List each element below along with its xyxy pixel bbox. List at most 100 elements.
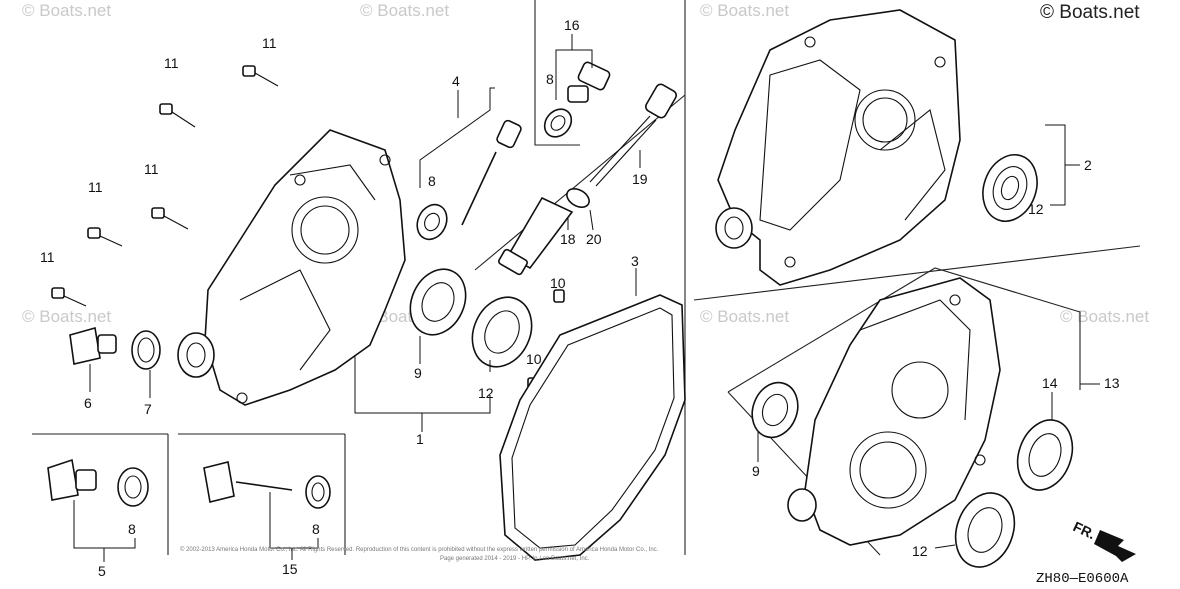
bolt-hole: [784, 256, 796, 268]
callout-9: 9: [414, 365, 422, 381]
bracket-15: [269, 492, 319, 549]
seal-inner: [761, 393, 789, 427]
footer: © 2002-2013 America Honda Motor Co., Inc…: [180, 546, 1129, 587]
washer-inner: [137, 337, 155, 363]
callout-10: 10: [526, 351, 542, 367]
plug-thread: [75, 469, 97, 491]
callout-4: 4: [452, 73, 460, 89]
fr-arrow-icon: [1094, 530, 1136, 562]
callout-2: 2: [1084, 157, 1092, 173]
o-ring-20: [566, 188, 590, 208]
cover-rib: [879, 109, 946, 221]
callout-12: 12: [1028, 201, 1044, 217]
callout-11: 11: [88, 179, 103, 195]
seal-outer: [409, 268, 467, 336]
oil-filler-hole: [724, 216, 744, 240]
washer-inner: [424, 212, 440, 232]
breather-19: [589, 83, 677, 187]
bracket-16: [555, 49, 593, 100]
oil-filler-neck: [177, 332, 215, 378]
callout-8: 8: [128, 521, 136, 537]
bearing-bore: [1000, 175, 1020, 201]
bolt-hole: [804, 36, 816, 48]
cover-rib: [859, 299, 971, 421]
separator-line: [534, 0, 580, 146]
crankcase-cover-top-right: [715, 9, 961, 286]
dipstick-4: [461, 119, 522, 226]
seal-outer: [751, 381, 799, 439]
dipstick-15: [203, 461, 293, 503]
washer-8-center: [416, 203, 448, 241]
leader-20: [589, 209, 594, 231]
bearing-outer-race: [954, 492, 1016, 568]
tube-body: [506, 196, 574, 270]
washer-7: [131, 330, 161, 370]
cover-rib: [239, 269, 331, 371]
callout-20: 20: [586, 231, 602, 247]
leader-12-bottom: [934, 544, 956, 549]
bearing-bore: [891, 361, 949, 419]
bearing-inner-race: [484, 310, 520, 354]
diagram-code: ZH80—E0600A: [1036, 571, 1129, 587]
bolt-11: [151, 207, 189, 230]
callout-8: 8: [546, 71, 554, 87]
gasket-inner-edge: [511, 307, 675, 549]
bearing-inner-race: [1028, 433, 1062, 477]
callout-11: 11: [164, 55, 179, 71]
plug-16: [567, 61, 611, 103]
crankcase-cover-bottom-right: [787, 277, 1001, 546]
bracket-1: [354, 355, 491, 414]
washer-outer: [117, 467, 149, 507]
callout-15: 15: [282, 561, 298, 577]
callout-12: 12: [478, 385, 494, 401]
bearing-outer-race: [471, 296, 533, 368]
oil-filler-neck: [787, 488, 817, 522]
drain-plug-6: [69, 326, 117, 365]
bolt-11: [51, 287, 87, 307]
dowel-pin-10: [553, 289, 565, 303]
separator-line: [693, 245, 1141, 301]
tube-18: [498, 196, 574, 276]
callout-11: 11: [262, 35, 277, 51]
callout-6: 6: [84, 395, 92, 411]
bolt-hole: [949, 294, 961, 306]
oil-seal-9-center: [409, 268, 467, 336]
watermark: © Boats.net: [22, 1, 111, 20]
washer-outer: [131, 330, 161, 370]
breather-rod: [595, 119, 657, 187]
bearing-inner-race: [967, 507, 1003, 553]
plug-head: [47, 458, 79, 501]
direction-label: FR.: [1071, 518, 1098, 542]
oil-seal-9-right: [751, 381, 799, 439]
washer-outer: [543, 108, 573, 138]
bearing-12-bottom-right: [954, 492, 1016, 568]
seal-inner: [421, 282, 455, 322]
cover-outline: [204, 129, 406, 406]
watermark-layer: © Boats.net © Boats.net © Boats.net © Bo…: [22, 1, 1149, 326]
washer-8-bottom-left: [117, 467, 149, 507]
cover-outline: [717, 9, 961, 286]
bolt-hole: [379, 154, 391, 166]
bracket-2: [1045, 124, 1066, 206]
crankcase-cover-main: [177, 129, 406, 406]
bracket-4: [419, 87, 495, 188]
bolt-11: [87, 227, 123, 247]
bearing-bore: [849, 431, 927, 509]
washer-8-top: [543, 108, 573, 138]
separator-line: [474, 94, 686, 271]
bolt-hole: [294, 174, 306, 186]
callout-19: 19: [632, 171, 648, 187]
plug-thread: [97, 334, 117, 354]
dipstick-gauge: [461, 151, 497, 226]
callout-labels: 1 2 3 4 5 6 7 8 8 8 8 9 9 10 10 11 11 11…: [40, 17, 1120, 579]
leader-lines: [73, 34, 1100, 562]
callout-8: 8: [428, 173, 436, 189]
bracket-5: [73, 500, 136, 549]
bearing-bore-inner: [300, 205, 350, 255]
bearing-inner-race: [992, 166, 1028, 210]
breather-rod: [589, 115, 651, 183]
washer-8-bottom-middle: [305, 475, 331, 509]
cover-rib: [759, 59, 861, 231]
breather-head: [645, 83, 677, 119]
callout-1: 1: [416, 431, 424, 447]
